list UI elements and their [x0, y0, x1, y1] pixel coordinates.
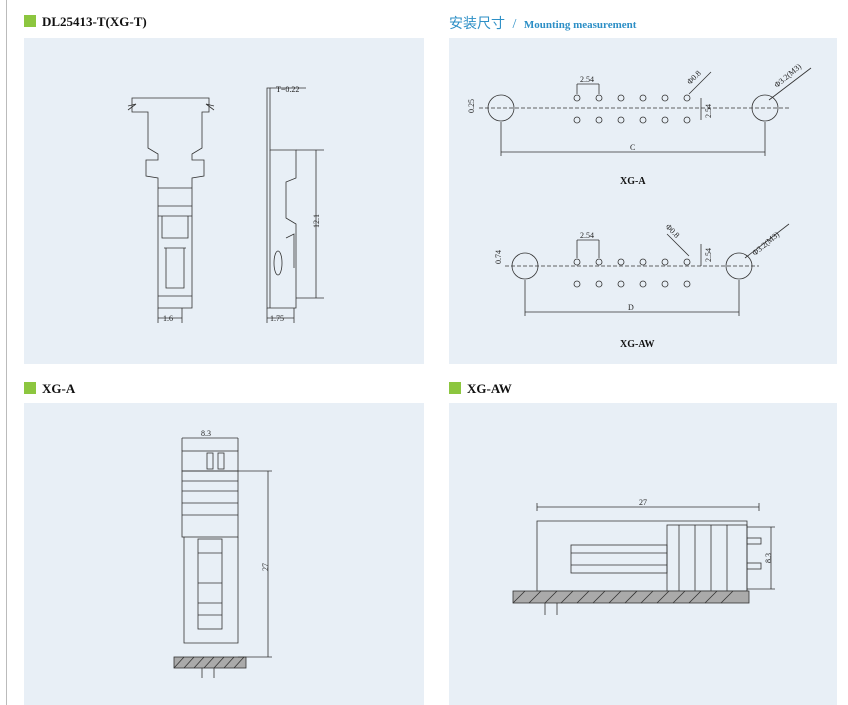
mount-aw-caption: XG-AW	[620, 339, 655, 350]
mount-title-en: Mounting measurement	[523, 19, 637, 31]
mount-a-dim-row: 2.54	[704, 104, 713, 118]
terminal-dim-w1: 1.6	[163, 314, 173, 323]
green-square-icon	[449, 382, 461, 394]
mount-aw-dim-hole: Φ0.8	[664, 222, 682, 240]
green-square-icon	[24, 382, 36, 394]
mount-a-dim-d1: 0.25	[467, 99, 476, 113]
terminal-dim-w2: 1.75	[270, 314, 284, 323]
mount-xga	[479, 67, 812, 156]
terminal-title: DL25413-T(XG-T)	[42, 14, 147, 29]
mount-xgaw	[505, 223, 790, 316]
mount-aw-dim-row: 2.54	[704, 248, 713, 262]
terminal-drawing: 1.6 T=0.22 12.1 1.75	[127, 85, 324, 323]
xgaw-dim-h: 8.3	[764, 553, 773, 563]
xga-dim-h: 27	[261, 563, 270, 571]
mount-aw-dim-span: D	[628, 303, 634, 312]
mount-aw-dim-d1: 0.74	[494, 250, 503, 264]
terminal-front-view	[127, 97, 215, 323]
section-header-xga: XG-A	[24, 381, 75, 397]
mount-aw-dim-mounthole: Φ3.2(M3)	[751, 230, 782, 258]
page-left-rule	[6, 0, 7, 705]
mounting-drawing: 0.25 2.54 Φ0.8 Φ3.2(M3) 2.54 C 0.74 2.54…	[467, 62, 812, 316]
xgaw-drawing: 27 8.3	[512, 498, 775, 615]
terminal-dim-h: 12.1	[312, 214, 321, 228]
mount-title-cn: 安装尺寸	[449, 17, 505, 32]
mount-aw-dim-pitch: 2.54	[580, 231, 594, 240]
xgaw-title: XG-AW	[467, 381, 512, 396]
xgaw-dim-w: 27	[639, 498, 647, 507]
terminal-dim-t: T=0.22	[276, 85, 299, 94]
xga-dim-w: 8.3	[201, 429, 211, 438]
mount-a-caption: XG-A	[620, 176, 646, 187]
xga-title: XG-A	[42, 381, 76, 396]
green-square-icon	[24, 15, 36, 27]
mount-a-dim-pitch: 2.54	[580, 75, 594, 84]
mount-a-dim-span: C	[630, 143, 635, 152]
section-header-mounting: 安装尺寸 / Mounting measurement	[449, 13, 636, 33]
mount-title-sep: /	[512, 17, 517, 32]
section-header-xgaw: XG-AW	[449, 381, 512, 397]
xga-drawing: 8.3 27	[173, 429, 272, 678]
section-header-terminal: DL25413-T(XG-T)	[24, 14, 147, 30]
mount-a-dim-hole: Φ0.8	[685, 69, 703, 87]
panel-terminal-drawing	[24, 38, 424, 364]
panel-xgaw-drawing	[449, 403, 837, 705]
terminal-side-view	[266, 87, 324, 323]
panel-mounting-drawing	[449, 38, 837, 364]
